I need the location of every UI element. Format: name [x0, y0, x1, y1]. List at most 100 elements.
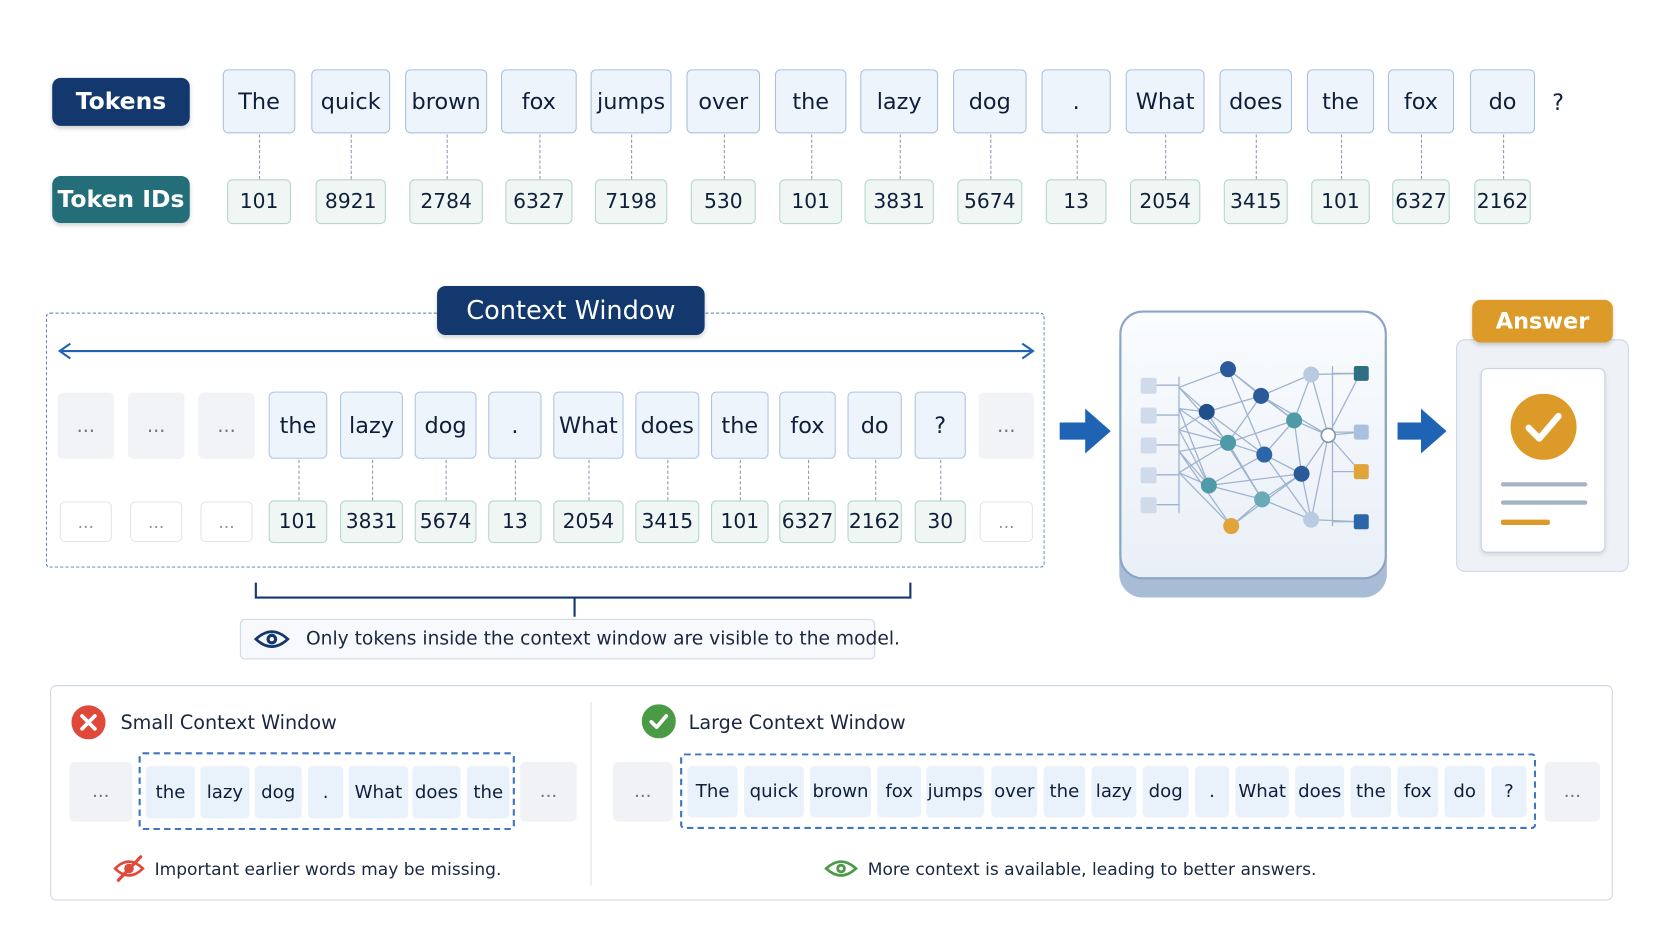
ellipsis-token-id: ...	[979, 501, 1033, 543]
context-token: the	[268, 391, 328, 459]
token-ids-label: Token IDs	[52, 176, 190, 224]
large-context-title: Large Context Window	[688, 711, 906, 735]
token-id-box: 3415	[1223, 179, 1288, 225]
context-token: What	[553, 391, 624, 459]
token-box: .	[1041, 69, 1111, 134]
token-connector	[371, 459, 373, 501]
token-box: brown	[405, 69, 488, 134]
token-connector	[1165, 134, 1167, 180]
context-token: the	[711, 391, 769, 459]
small-context-token: does	[412, 766, 461, 819]
small-context-token: .	[308, 766, 344, 819]
small-context-token: lazy	[200, 766, 250, 819]
ellipsis-token: ...	[978, 392, 1035, 459]
trailing-question-token: ?	[1552, 89, 1564, 116]
check-circle-icon	[1510, 393, 1577, 460]
token-id-box: 13	[1045, 179, 1107, 225]
token-box: dog	[953, 69, 1027, 134]
token-box: do	[1470, 69, 1536, 134]
large-context-token: jumps	[926, 766, 984, 818]
ellipsis-token: ...	[612, 761, 673, 822]
large-context-token: quick	[744, 766, 804, 818]
ellipsis-token: ...	[520, 761, 577, 822]
small-context-note: Important earlier words may be missing.	[154, 858, 502, 880]
token-id-box: 2162	[1474, 179, 1531, 225]
token-id-box: 101	[227, 179, 292, 225]
context-bracket	[254, 582, 912, 617]
token-box: lazy	[860, 69, 939, 134]
context-token-id: 6327	[779, 500, 836, 544]
context-token: does	[635, 391, 700, 459]
large-context-token: does	[1295, 766, 1345, 818]
token-box: The	[222, 69, 296, 134]
token-connector	[1502, 134, 1504, 180]
context-token-id: 5674	[414, 500, 477, 544]
eye-icon	[824, 860, 858, 877]
context-token-id: 2162	[847, 500, 902, 544]
token-connector	[538, 134, 540, 180]
context-token: do	[847, 391, 902, 459]
token-box: the	[774, 69, 847, 134]
context-token: fox	[779, 391, 836, 459]
token-id-box: 2054	[1129, 179, 1201, 225]
token-connector	[739, 459, 741, 501]
large-context-window	[680, 753, 1537, 830]
neural-network-icon	[1140, 361, 1369, 535]
large-context-token: ?	[1491, 766, 1527, 818]
large-context-token: over	[991, 766, 1038, 818]
token-id-box: 101	[1311, 179, 1370, 225]
token-connector	[445, 459, 447, 501]
token-connector	[940, 459, 942, 501]
large-context-token: fox	[1397, 766, 1439, 818]
context-token: .	[488, 391, 542, 459]
token-box: What	[1125, 69, 1205, 134]
small-context-token: What	[348, 766, 409, 819]
token-connector	[514, 459, 516, 501]
context-window-title: Context Window	[437, 285, 705, 336]
x-circle-icon	[71, 705, 106, 740]
model-box	[1119, 310, 1387, 580]
large-context-token: lazy	[1091, 766, 1137, 818]
ellipsis-token: ...	[198, 392, 255, 459]
token-connector	[899, 134, 901, 180]
text-line	[1500, 500, 1588, 505]
visibility-note: Only tokens inside the context window ar…	[239, 618, 900, 660]
visibility-note-text: Only tokens inside the context window ar…	[305, 628, 900, 650]
ellipsis-token-id: ...	[59, 501, 112, 543]
token-connector	[810, 134, 812, 180]
token-box: the	[1306, 69, 1375, 134]
small-context-token: dog	[254, 766, 302, 819]
token-connector	[1420, 134, 1423, 180]
token-connector	[1076, 134, 1078, 180]
token-connector	[1255, 134, 1257, 180]
answer-card	[1456, 339, 1629, 572]
token-id-box: 8921	[315, 179, 386, 225]
ellipsis-token-id: ...	[200, 501, 253, 543]
context-token: dog	[414, 391, 477, 459]
token-box: fox	[1387, 69, 1455, 134]
token-connector	[297, 459, 300, 501]
context-token-id: 101	[711, 500, 769, 544]
token-id-box: 3831	[864, 179, 934, 225]
large-context-note: More context is available, leading to be…	[867, 858, 1317, 880]
small-context-title: Small Context Window	[120, 711, 337, 735]
context-token-id: 3831	[340, 500, 403, 544]
context-token-id: 101	[268, 500, 328, 544]
token-id-box: 6327	[505, 179, 573, 225]
large-context-token: What	[1235, 766, 1289, 818]
token-connector	[446, 134, 448, 180]
text-line	[1500, 519, 1550, 525]
token-connector	[1340, 134, 1342, 180]
token-connector	[667, 459, 669, 501]
ellipsis-token: ...	[69, 761, 133, 822]
token-connector	[259, 134, 261, 180]
token-connector	[807, 459, 809, 501]
ellipsis-token: ...	[57, 392, 115, 459]
token-id-box: 530	[690, 179, 756, 225]
ellipsis-token: ...	[127, 392, 185, 459]
answer-label: Answer	[1472, 299, 1613, 343]
context-token: ?	[914, 391, 966, 459]
small-context-token: the	[466, 766, 510, 819]
ellipsis-token-id: ...	[130, 501, 183, 543]
